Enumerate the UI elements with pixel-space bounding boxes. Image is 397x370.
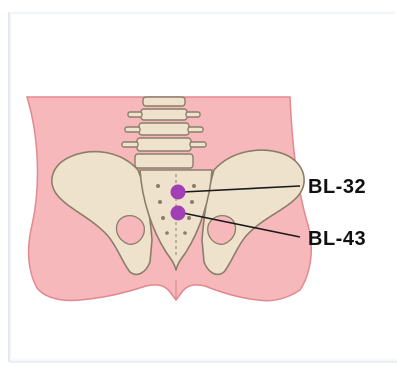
acupoint-bl43-marker[interactable] [171, 206, 186, 221]
acupoint-bl32-marker[interactable] [171, 185, 186, 200]
acupoint-bl43-label: BL-43 [308, 229, 366, 249]
acupoint-bl32-label: BL-32 [308, 177, 366, 197]
